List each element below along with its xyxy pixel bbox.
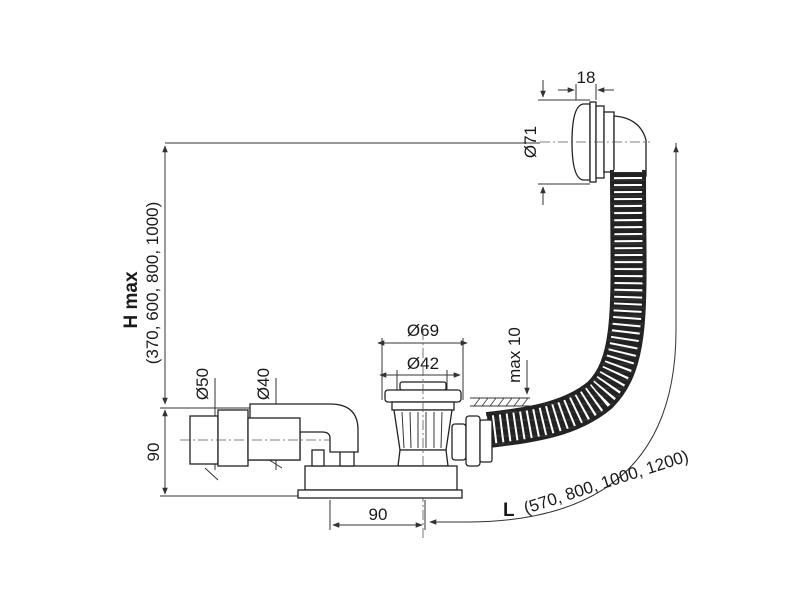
overflow-dimensions: Ø71 18 bbox=[521, 68, 614, 205]
height-90-dimension: 90 bbox=[144, 407, 250, 495]
base-plate bbox=[297, 449, 463, 499]
diameter-71-label: Ø71 bbox=[521, 126, 540, 158]
outlet-pipe bbox=[180, 403, 359, 467]
diameter-40-label: Ø40 bbox=[254, 368, 273, 400]
overflow-head bbox=[540, 101, 650, 183]
width-18-label: 18 bbox=[577, 68, 596, 87]
diameter-42-label: Ø42 bbox=[407, 354, 439, 373]
width-90-label: 90 bbox=[369, 505, 388, 524]
l-title: L bbox=[503, 500, 515, 521]
h-max-values: (370, 600, 800, 1000) bbox=[143, 202, 162, 365]
height-90-label: 90 bbox=[144, 443, 163, 462]
h-max-title: H max bbox=[121, 271, 142, 328]
width-90-dimension: 90 bbox=[329, 500, 426, 530]
flexible-hose bbox=[485, 169, 647, 448]
drain-body bbox=[384, 330, 493, 540]
l-values: (570, 800, 1000, 1200) bbox=[521, 447, 690, 518]
h-max-dimension: H max (370, 600, 800, 1000) bbox=[121, 142, 540, 497]
max-10-label: max 10 bbox=[505, 327, 524, 383]
diameter-50-label: Ø50 bbox=[193, 368, 212, 400]
